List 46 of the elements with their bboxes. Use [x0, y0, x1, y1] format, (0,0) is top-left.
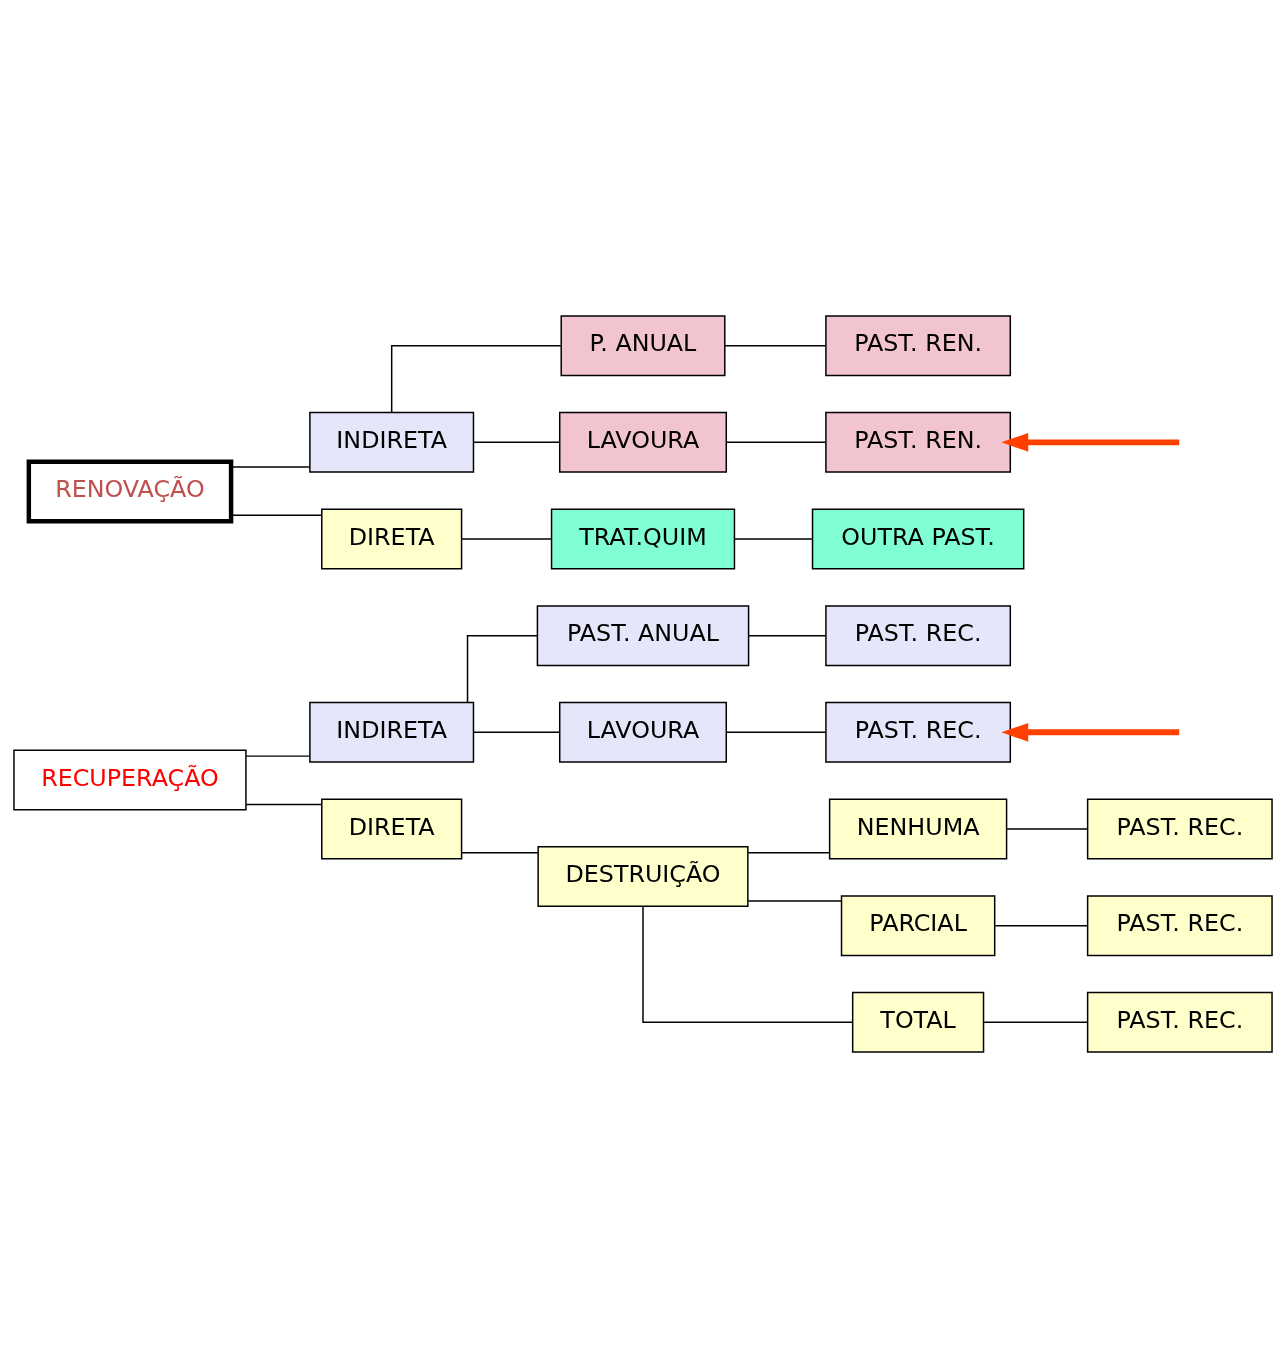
connector [747, 900, 842, 902]
node-box: TRAT.QUIM [550, 508, 736, 570]
node-box: DIRETA [321, 798, 463, 860]
connector [725, 731, 827, 734]
node-box: LAVOURA [558, 701, 728, 763]
connector [642, 906, 853, 1024]
connector [230, 466, 311, 468]
node-box: RECUPERAÇÃO [13, 749, 247, 811]
node-box: INDIRETA [309, 411, 475, 473]
node-box: INDIRETA [309, 701, 475, 763]
node-box: LAVOURA [558, 411, 728, 473]
node-box: OUTRA PAST. [811, 508, 1025, 570]
node-box: PAST. REN. [825, 315, 1012, 377]
connector [733, 538, 813, 540]
connector [725, 441, 827, 444]
node-box: P. ANUAL [560, 315, 726, 377]
connector [390, 344, 562, 414]
connector [724, 344, 827, 347]
connector [473, 441, 561, 444]
connector [473, 731, 561, 734]
connector [230, 514, 323, 516]
node-box: PAST. REC. [1086, 991, 1273, 1053]
connector [983, 1021, 1089, 1024]
connector [1005, 828, 1089, 830]
node-box: PARCIAL [840, 895, 996, 957]
node-box: NENHUMA [828, 798, 1008, 860]
node-box: PAST. REN. [825, 411, 1012, 473]
connector [748, 634, 827, 637]
arrow [1001, 432, 1180, 452]
node-box: TOTAL [851, 991, 985, 1053]
connector [245, 803, 323, 806]
node-box: DESTRUIÇÃO [537, 846, 749, 908]
node-box: RENOVAÇÃO [26, 459, 234, 524]
node-box: PAST. REC. [1086, 798, 1273, 860]
connector [245, 755, 311, 757]
connector [460, 852, 539, 854]
node-box: PAST. REC. [825, 701, 1012, 763]
connector [460, 538, 553, 540]
node-box: PAST. REC. [825, 605, 1012, 667]
connector [747, 852, 831, 854]
node-box: PAST. ANUAL [536, 605, 750, 667]
connector [994, 924, 1089, 927]
arrow [1001, 722, 1180, 742]
node-box: DIRETA [321, 508, 463, 570]
node-box: PAST. REC. [1086, 895, 1273, 957]
connector [466, 634, 539, 704]
